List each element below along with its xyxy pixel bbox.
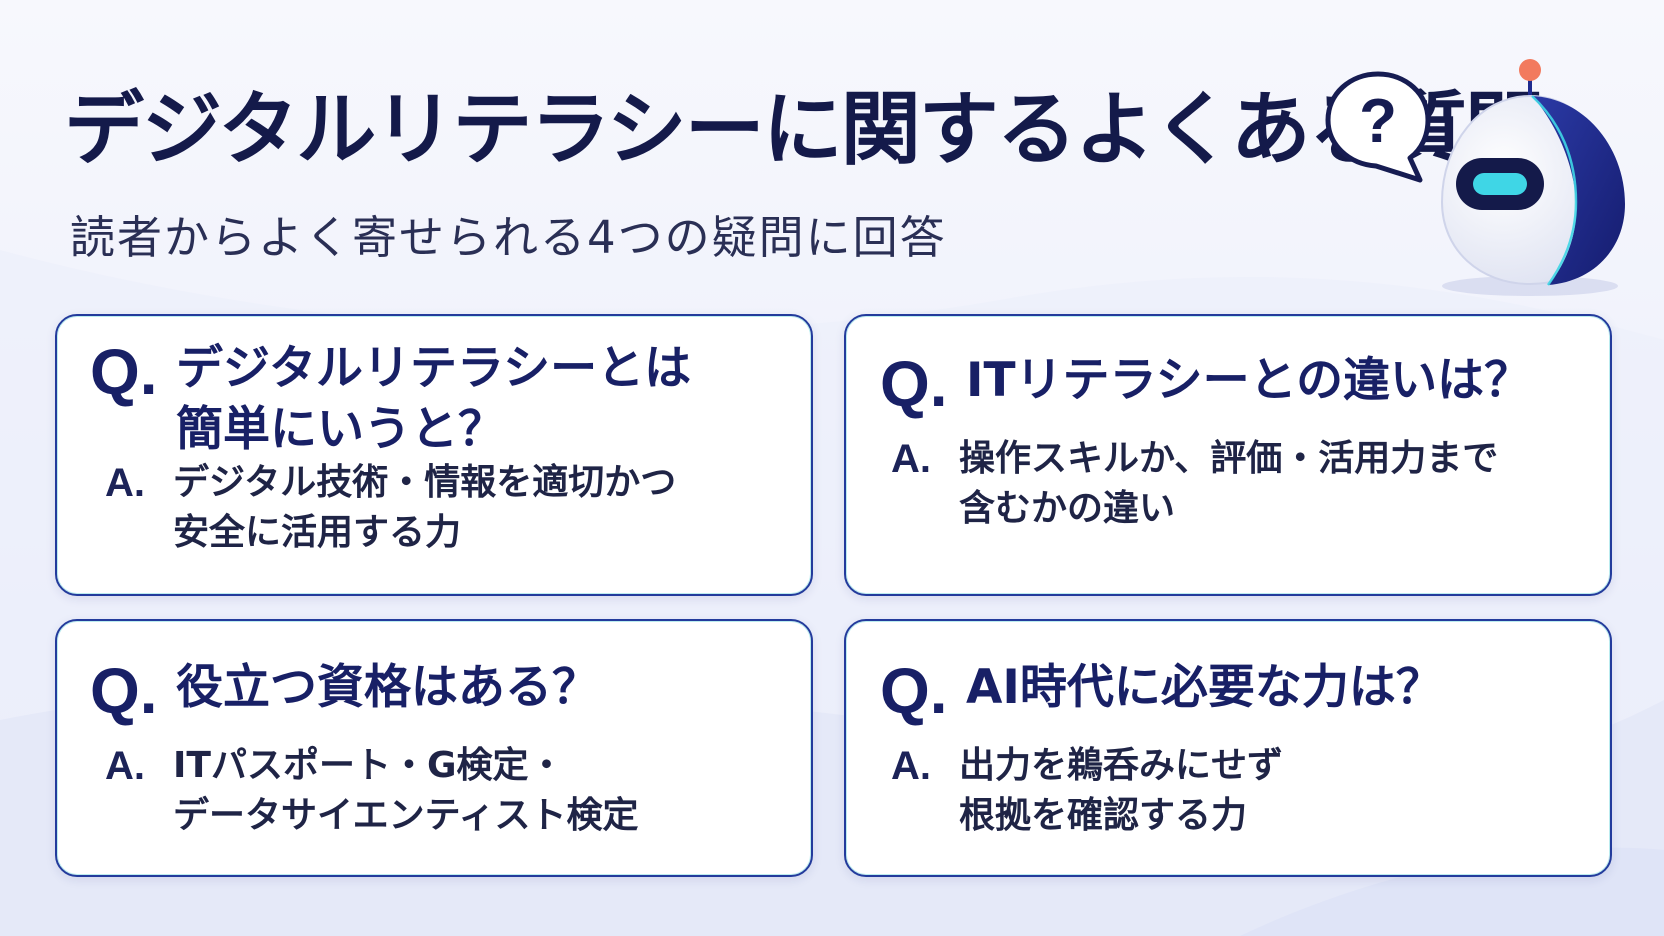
robot-mascot-icon — [1440, 59, 1625, 296]
question-line: AI時代に必要な力は？ — [966, 660, 1443, 715]
answer-line: 操作スキルか、評価・活用力まで — [959, 438, 1499, 479]
question-line: 役立つ資格はある？ — [176, 660, 599, 715]
question-text: デジタルリテラシーとは 簡単にいうと？ — [176, 338, 691, 460]
answer-text: デジタル技術・情報を適切かつ 安全に活用する力 — [173, 458, 676, 558]
question-text: AI時代に必要な力は？ — [966, 657, 1443, 718]
answer-line: データサイエンティスト検定 — [173, 795, 639, 836]
faq-question: Q. ITリテラシーとの違いは？ — [880, 352, 1531, 416]
answer-text: 出力を鵜呑みにせず 根拠を確認する力 — [959, 741, 1283, 841]
faq-card-3: Q. 役立つ資格はある？ A. ITパスポート・G検定・ データサイエンティスト… — [55, 619, 813, 877]
page-subtitle: 読者からよく寄せられる4つの疑問に回答 — [70, 211, 947, 264]
answer-line: デジタル技術・情報を適切かつ — [173, 462, 677, 503]
q-mark: Q. — [90, 655, 158, 727]
a-mark: A. — [891, 744, 931, 788]
faq-card-4: Q. AI時代に必要な力は？ A. 出力を鵜呑みにせず 根拠を確認する力 — [844, 619, 1612, 877]
faq-question: Q. デジタルリテラシーとは 簡単にいうと？ — [90, 340, 691, 460]
antenna-ball — [1519, 59, 1541, 81]
q-mark: Q. — [880, 348, 948, 420]
faq-question: Q. AI時代に必要な力は？ — [880, 659, 1443, 723]
answer-line: 含むかの違い — [959, 488, 1176, 529]
faq-card-1: Q. デジタルリテラシーとは 簡単にいうと？ A. デジタル技術・情報を適切かつ… — [55, 314, 813, 596]
q-mark: Q. — [90, 336, 158, 408]
answer-line: 根拠を確認する力 — [959, 795, 1248, 836]
question-line: デジタルリテラシーとは — [176, 341, 692, 396]
a-mark: A. — [105, 744, 145, 788]
question-line: ITリテラシーとの違いは？ — [966, 353, 1532, 408]
answer-text: 操作スキルか、評価・活用力まで 含むかの違い — [959, 434, 1498, 534]
faq-answer: A. 出力を鵜呑みにせず 根拠を確認する力 — [891, 741, 1283, 841]
page-title: デジタルリテラシーに関するよくある質問 — [64, 83, 1545, 176]
answer-line: 出力を鵜呑みにせず — [959, 745, 1284, 786]
faq-answer: A. デジタル技術・情報を適切かつ 安全に活用する力 — [105, 458, 676, 558]
robot-visor-icon — [1473, 173, 1527, 195]
question-line: 簡単にいうと？ — [176, 402, 505, 457]
faq-question: Q. 役立つ資格はある？ — [90, 659, 599, 723]
question-glyph: ? — [1359, 87, 1397, 156]
question-text: ITリテラシーとの違いは？ — [966, 350, 1531, 411]
a-mark: A. — [105, 461, 145, 505]
question-text: 役立つ資格はある？ — [176, 657, 599, 718]
question-speech-bubble-icon: ? — [1325, 71, 1431, 183]
answer-line: 安全に活用する力 — [173, 512, 462, 553]
faq-answer: A. 操作スキルか、評価・活用力まで 含むかの違い — [891, 434, 1498, 534]
q-mark: Q. — [880, 655, 948, 727]
answer-line: ITパスポート・G検定・ — [173, 745, 565, 786]
faq-answer: A. ITパスポート・G検定・ データサイエンティスト検定 — [105, 741, 638, 841]
answer-text: ITパスポート・G検定・ データサイエンティスト検定 — [173, 741, 638, 841]
a-mark: A. — [891, 437, 931, 481]
faq-card-2: Q. ITリテラシーとの違いは？ A. 操作スキルか、評価・活用力まで 含むかの… — [844, 314, 1612, 596]
